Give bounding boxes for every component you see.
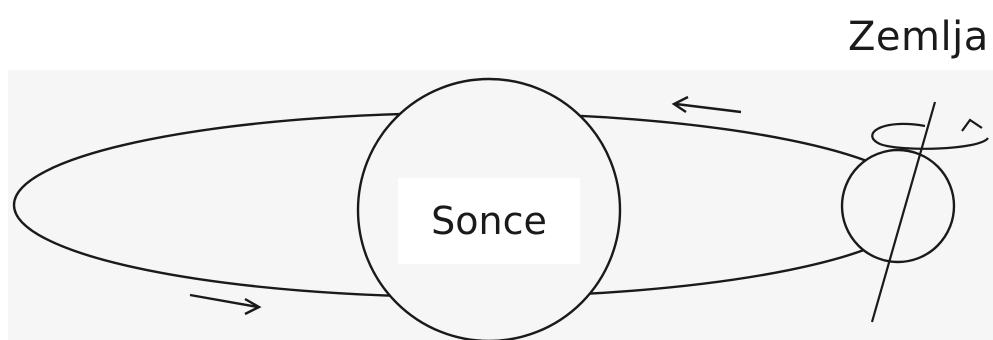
orbit-direction-arrow-top [671, 95, 742, 114]
rotation-arrow [871, 122, 989, 150]
rotation-arrowhead [961, 118, 983, 132]
orbit-direction-arrow-bottom [189, 293, 262, 316]
earth-circle [840, 148, 956, 264]
earth-axis [870, 101, 937, 323]
sun-label: Sonce [398, 178, 580, 264]
earth-label: Zemlja [848, 14, 989, 60]
